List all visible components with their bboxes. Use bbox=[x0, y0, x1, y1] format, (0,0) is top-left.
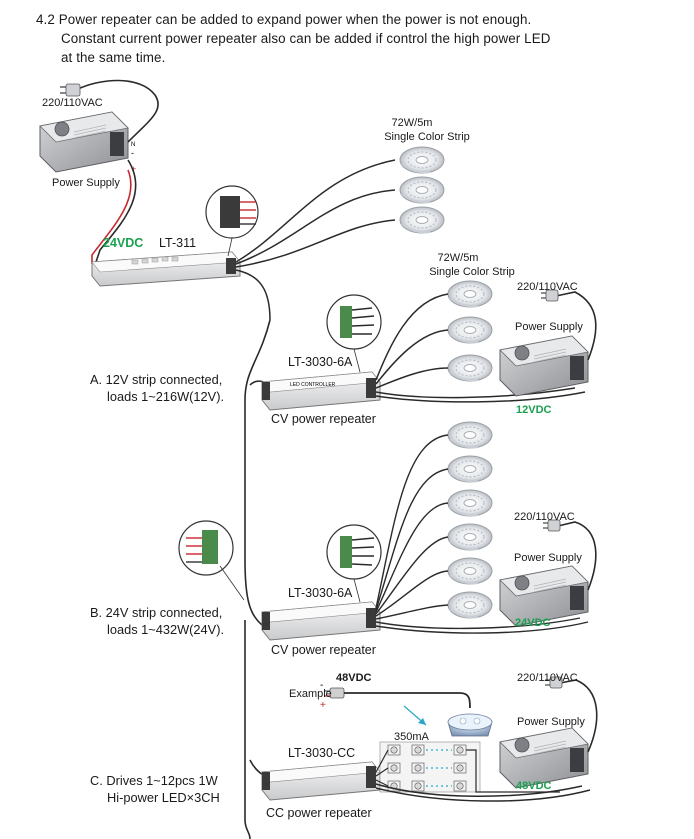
a-desc-line-2: loads 1~216W(12V). bbox=[107, 389, 225, 404]
section-b-strips bbox=[447, 421, 493, 619]
section-a-wires bbox=[375, 293, 586, 403]
repeater-a-face-text: LED CONTROLLER bbox=[290, 382, 336, 388]
section-a-psu bbox=[499, 289, 597, 397]
svg-text:N: N bbox=[131, 142, 135, 148]
repeater-c bbox=[261, 761, 381, 801]
top-strip-name: Single Color Strip bbox=[384, 131, 470, 143]
svg-text:-: - bbox=[320, 680, 323, 691]
plug-icon bbox=[543, 519, 561, 532]
section-c-wires bbox=[375, 783, 591, 802]
c-example-dc: 48VDC bbox=[336, 672, 372, 684]
example-plug: + - bbox=[320, 680, 471, 711]
top-strip-power: 72W/5m bbox=[391, 117, 433, 129]
top-psu-label: Power Supply bbox=[52, 177, 120, 189]
a-desc-line-1: A. 12V strip connected, bbox=[90, 372, 223, 387]
lt311-output-wires bbox=[235, 159, 396, 321]
svg-text:-: - bbox=[131, 148, 134, 158]
terminal-zoom-inset-a bbox=[326, 294, 382, 373]
b-desc-line-1: B. 24V strip connected, bbox=[90, 605, 223, 620]
led-row-1 bbox=[387, 744, 467, 756]
intro-text: 4.2 Power repeater can be added to expan… bbox=[36, 10, 676, 67]
plug-icon bbox=[60, 83, 81, 97]
intro-line-1: 4.2 Power repeater can be added to expan… bbox=[36, 12, 532, 27]
led-row-3 bbox=[387, 780, 467, 792]
a-caption: CV power repeater bbox=[271, 412, 376, 426]
c-description: C. Drives 1~12pcs 1W Hi-power LED×3CH bbox=[90, 772, 220, 806]
arrow-icon bbox=[403, 705, 427, 726]
plug-icon bbox=[541, 289, 559, 302]
a-model-label: LT-3030-6A bbox=[288, 355, 353, 369]
section-a-strips bbox=[447, 280, 493, 382]
top-strips bbox=[399, 146, 445, 234]
a-dc-label: 12VDC bbox=[516, 404, 552, 416]
b-dc-label: 24VDC bbox=[515, 617, 551, 629]
b-caption: CV power repeater bbox=[271, 643, 376, 657]
c-model-label: LT-3030-CC bbox=[288, 746, 356, 760]
a-psu-label: Power Supply bbox=[515, 321, 583, 333]
c-example-label: Example bbox=[289, 688, 332, 700]
repeater-b bbox=[261, 601, 381, 641]
terminal-zoom-inset-top bbox=[205, 185, 259, 257]
b-description: B. 24V strip connected, loads 1~432W(24V… bbox=[90, 604, 224, 638]
svg-text:+: + bbox=[131, 164, 136, 174]
lt311-controller bbox=[91, 251, 241, 287]
c-desc-line-1: C. Drives 1~12pcs 1W bbox=[90, 773, 218, 788]
led-array bbox=[375, 741, 560, 793]
c-current-label: 350mA bbox=[394, 731, 429, 743]
top-power-supply: N - + bbox=[39, 79, 159, 264]
c-ac-label: 220/110VAC bbox=[517, 672, 578, 684]
c-desc-line-2: Hi-power LED×3CH bbox=[107, 790, 220, 805]
terminal-zoom-inset-left bbox=[178, 520, 245, 601]
top-ac-label: 220/110VAC bbox=[42, 97, 103, 109]
top-dc-label: 24VDC bbox=[103, 236, 144, 250]
led-row-2 bbox=[387, 762, 467, 774]
b-psu-label: Power Supply bbox=[514, 552, 582, 564]
plug-icon bbox=[545, 676, 563, 689]
intro-line-2: Constant current power repeater also can… bbox=[61, 31, 551, 46]
c-dc-label: 48VDC bbox=[516, 780, 552, 792]
a-strip-name: Single Color Strip bbox=[429, 266, 515, 278]
terminal-zoom-inset-b bbox=[326, 524, 382, 603]
section-b-wires bbox=[375, 434, 589, 634]
a-strip-power: 72W/5m bbox=[437, 252, 479, 264]
b-desc-line-2: loads 1~432W(24V). bbox=[107, 622, 225, 637]
a-description: A. 12V strip connected, loads 1~216W(12V… bbox=[90, 371, 224, 405]
repeater-a: LED CONTROLLER bbox=[261, 371, 381, 411]
section-b-psu bbox=[499, 519, 597, 627]
section-c-psu bbox=[499, 676, 598, 789]
b-model-label: LT-3030-6A bbox=[288, 586, 353, 600]
c-psu-label: Power Supply bbox=[517, 716, 585, 728]
b-ac-label: 220/110VAC bbox=[514, 511, 575, 523]
svg-text:+: + bbox=[320, 700, 326, 711]
c-caption: CC power repeater bbox=[266, 806, 372, 820]
intro-line-3: at the same time. bbox=[61, 50, 166, 65]
a-ac-label: 220/110VAC bbox=[517, 281, 578, 293]
lt311-model-label: LT-311 bbox=[159, 236, 197, 250]
hi-power-led-bulb bbox=[447, 713, 493, 737]
